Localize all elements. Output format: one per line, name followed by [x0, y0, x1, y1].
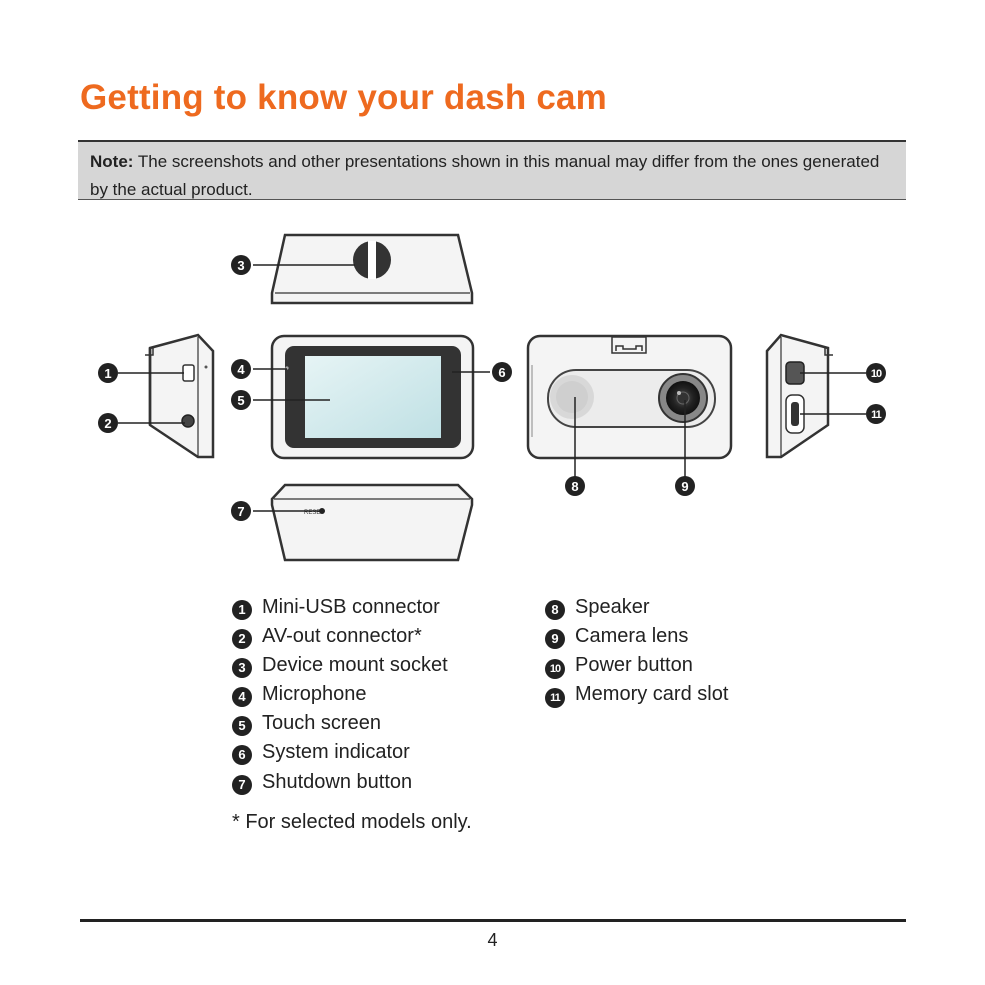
legend-num: 7	[232, 775, 252, 795]
legend-label: Device mount socket	[262, 654, 448, 676]
legend-num: 11	[545, 688, 565, 708]
callout-7-label: 7	[237, 504, 244, 519]
dash-cam-diagram: RESET 1 2 3 4 5 6 7 8	[98, 233, 886, 562]
callout-11: 11	[866, 404, 886, 424]
legend-label: Mini-USB connector	[262, 596, 440, 618]
callout-1: 1	[98, 363, 118, 383]
legend-label: Microphone	[262, 683, 367, 705]
page-title: Getting to know your dash cam	[80, 78, 607, 117]
legend-item-mount-socket: 3 Device mount socket	[232, 653, 448, 678]
callout-1-label: 1	[104, 366, 111, 381]
legend-num: 5	[232, 716, 252, 736]
footnote: * For selected models only.	[232, 811, 472, 833]
callout-10: 10	[866, 363, 886, 383]
front-view	[253, 334, 490, 460]
legend-num: 8	[545, 600, 565, 620]
legend-num: 9	[545, 629, 565, 649]
callout-10-label: 10	[871, 368, 882, 380]
note-box: Note: The screenshots and other presenta…	[78, 140, 906, 200]
legend-label: System indicator	[262, 741, 410, 763]
callout-9: 9	[675, 476, 695, 496]
callout-2: 2	[98, 413, 118, 433]
av-out-port	[181, 414, 195, 428]
legend-item-system-indicator: 6 System indicator	[232, 740, 410, 765]
legend-num: 3	[232, 658, 252, 678]
callout-5-label: 5	[237, 393, 244, 408]
legend-item-power-button: 10 Power button	[545, 653, 693, 679]
legend-item-touch-screen: 5 Touch screen	[232, 711, 381, 736]
callout-4-label: 4	[237, 362, 245, 377]
callout-9-label: 9	[681, 479, 688, 494]
legend-item-speaker: 8 Speaker	[545, 595, 650, 620]
mini-usb-port	[182, 364, 195, 382]
legend-num: 6	[232, 745, 252, 765]
note-label: Note:	[90, 152, 134, 171]
callout-3: 3	[231, 255, 251, 275]
callout-8-label: 8	[571, 479, 578, 494]
memory-card-slot	[791, 402, 799, 426]
callout-2-label: 2	[104, 416, 111, 431]
page-number: 4	[487, 930, 498, 950]
callout-5: 5	[231, 390, 251, 410]
callout-6: 6	[492, 362, 512, 382]
legend-item-memory-card-slot: 11 Memory card slot	[545, 682, 728, 708]
svg-text:RESET: RESET	[304, 510, 324, 516]
legend-num: 1	[232, 600, 252, 620]
shutdown-hole	[319, 508, 325, 514]
legend-label: AV-out connector*	[262, 625, 422, 647]
camera-lens	[658, 373, 708, 423]
back-view	[526, 334, 733, 478]
callout-8: 8	[565, 476, 585, 496]
legend-label: Touch screen	[262, 712, 381, 734]
callout-7: 7	[231, 501, 251, 521]
left-side-view	[118, 333, 215, 459]
callout-3-label: 3	[237, 258, 244, 273]
legend-item-av-out: 2 AV-out connector*	[232, 624, 422, 649]
legend-item-mini-usb: 1 Mini-USB connector	[232, 595, 440, 620]
legend-item-shutdown-button: 7 Shutdown button	[232, 770, 412, 795]
legend-num: 4	[232, 687, 252, 707]
bottom-view: RESET	[253, 483, 474, 562]
callout-6-label: 6	[498, 365, 505, 380]
note-text: The screenshots and other presentations …	[90, 152, 880, 199]
legend-label: Shutdown button	[262, 771, 413, 793]
legend-label: Speaker	[575, 596, 650, 618]
touch-screen	[305, 356, 441, 438]
callout-11-label: 11	[871, 409, 882, 421]
top-view	[253, 233, 474, 305]
callout-4: 4	[231, 359, 251, 379]
footer-divider	[80, 919, 906, 922]
legend-num: 10	[545, 659, 565, 679]
right-side-view	[765, 333, 866, 459]
legend-label: Camera lens	[575, 625, 689, 647]
legend-num: 2	[232, 629, 252, 649]
legend-label: Memory card slot	[575, 683, 729, 705]
legend-item-camera-lens: 9 Camera lens	[545, 624, 688, 649]
mount-socket	[353, 241, 391, 279]
legend-label: Power button	[575, 654, 693, 676]
legend-item-microphone: 4 Microphone	[232, 682, 367, 707]
